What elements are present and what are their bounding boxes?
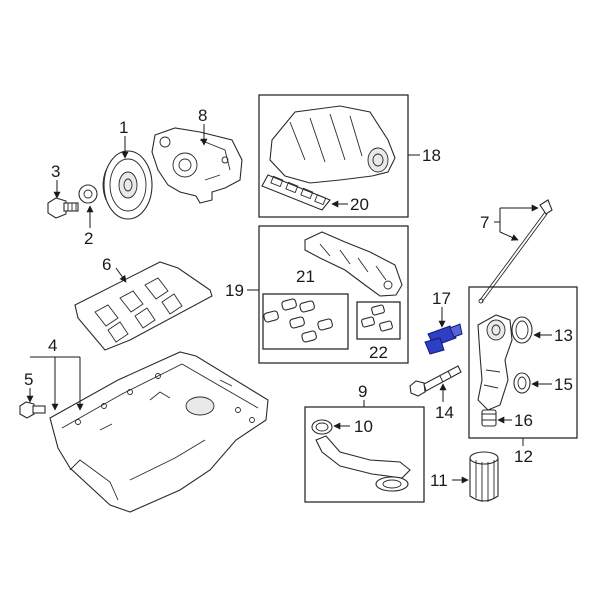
washer[interactable] [78,184,98,204]
crankshaft-pulley[interactable] [102,150,153,220]
callout-14: 14 [435,403,454,422]
callout-13: 13 [554,326,573,345]
oil-filter-adapter[interactable] [477,314,513,411]
oil-pump[interactable] [151,127,243,204]
callout-21: 21 [296,267,315,286]
callout-15: 15 [554,375,573,394]
callout-10: 10 [354,417,373,436]
adapter-cap-13[interactable] [511,316,533,344]
oil-filter[interactable] [469,451,499,502]
intake-manifold[interactable] [269,105,396,184]
callout-6: 6 [102,255,111,274]
pulley-bolt[interactable] [47,197,79,219]
callout-16: 16 [514,411,533,430]
dipstick[interactable] [478,199,553,304]
callout-22: 22 [369,343,388,362]
callout-12: 12 [514,447,533,466]
oil-pan[interactable] [49,351,269,513]
callout-9: 9 [358,382,367,401]
drain-plug[interactable] [19,401,46,419]
intake-gasket-20[interactable] [261,174,331,211]
oil-pressure-sensor[interactable] [424,323,463,355]
fitting-16[interactable] [481,409,497,427]
callout-11: 11 [430,471,448,490]
callout-8: 8 [198,106,207,125]
bedplate[interactable] [74,261,213,351]
callout-1: 1 [119,118,128,137]
callout-19: 19 [225,281,244,300]
mounting-bolt[interactable] [409,365,462,397]
box-gasket-22 [356,301,401,340]
gasket-set-22[interactable] [361,304,393,332]
callout-5: 5 [24,370,33,389]
adapter-seal-15[interactable] [513,372,531,394]
callout-20: 20 [350,195,369,214]
box-intake-manifold [258,94,409,218]
oil-pickup-tube[interactable] [315,435,411,492]
gasket-set-21[interactable] [263,298,333,343]
callout-3: 3 [51,162,60,181]
callout-18: 18 [422,146,441,165]
callout-2: 2 [84,229,93,248]
lower-intake-manifold[interactable] [304,231,403,297]
callout-17: 17 [432,289,451,308]
box-lower-intake [258,225,409,364]
callout-4: 4 [48,336,57,355]
box-gasket-21 [262,293,349,350]
pickup-gasket-10[interactable] [311,419,333,435]
callout-7: 7 [480,213,489,232]
